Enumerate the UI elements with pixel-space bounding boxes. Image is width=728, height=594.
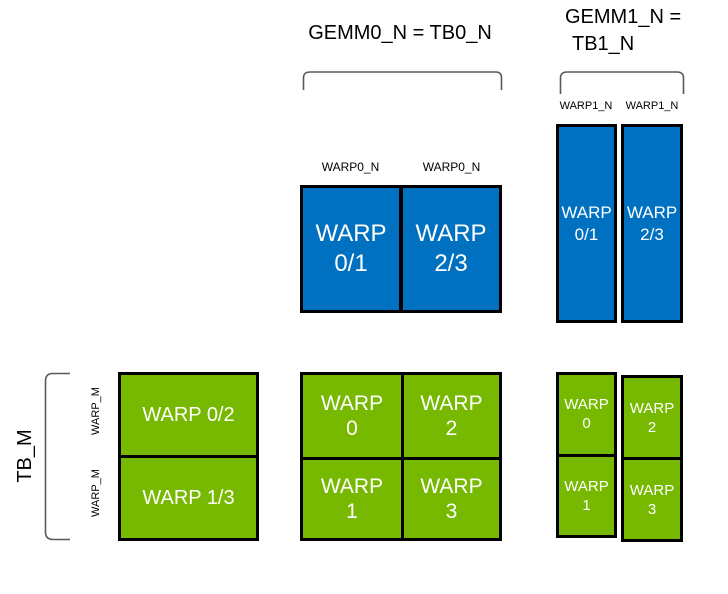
warp3-cell: WARP 3 <box>624 457 680 539</box>
warp-cell-label: 1 <box>346 499 358 523</box>
gemm1-accumulator-col-right: WARP 2/3 <box>621 124 683 323</box>
gemm0-accumulator-box: WARP 0/1 WARP 2/3 <box>300 185 502 313</box>
warp-cell-label: 2 <box>647 418 657 436</box>
warp1-cell: WARP 1 <box>303 456 401 539</box>
warp-cell-label: 0 <box>582 415 591 433</box>
warp-cell-label: WARP 1/3 <box>142 486 235 509</box>
gemm1-warp01-cell: WARP 0/1 <box>559 127 614 320</box>
warp-m-row-label-top: WARP_M <box>90 387 102 435</box>
warp-cell-label: WARP <box>564 477 609 495</box>
warp-m-row-label-bottom: WARP_M <box>90 469 102 517</box>
warp0-cell: WARP 0 <box>303 375 401 457</box>
gemm0-span-bracket <box>302 71 503 90</box>
warp1-n-col-label-left: WARP1_N <box>559 100 613 112</box>
gemm1-accumulator-col-left: WARP 0/1 <box>556 124 617 323</box>
warp3-cell: WARP 3 <box>401 456 499 538</box>
gemm0-warp23-cell: WARP 2/3 <box>399 188 499 310</box>
warp-cell-label: WARP <box>564 396 609 414</box>
warp-cell-label: WARP <box>320 391 384 415</box>
warp2-cell: WARP 2 <box>401 375 499 457</box>
gemm0-warp01-cell: WARP 0/1 <box>303 188 399 310</box>
warp-cell-label: 2/3 <box>434 250 468 277</box>
gemm1-n-header-line1: GEMM1_N = <box>565 6 682 28</box>
warp-cell-label: 1 <box>582 496 591 514</box>
warp-cell-label: WARP 0/2 <box>142 403 235 426</box>
warp-cell-label: WARP <box>629 399 675 417</box>
warp-cell-label: 3 <box>647 500 657 518</box>
warp1-n-col-label-right: WARP1_N <box>625 100 679 112</box>
warp2-cell: WARP 2 <box>624 378 680 457</box>
warp-cell-label: WARP <box>420 391 483 415</box>
warp-cell-label: 0/1 <box>334 250 368 277</box>
warp-grid-mid-box: WARP 0 WARP 2 WARP 1 WARP 3 <box>300 372 502 541</box>
warp13-cell: WARP 1/3 <box>121 455 256 538</box>
warp02-cell: WARP 0/2 <box>121 375 256 455</box>
warp1-cell: WARP 1 <box>559 453 614 536</box>
warp-cell-label: 2/3 <box>640 224 664 244</box>
warp-cell-label: WARP <box>315 220 387 247</box>
gemm0-n-header: GEMM0_N = TB0_N <box>308 22 492 44</box>
gemm1-warp23-cell: WARP 2/3 <box>624 127 680 320</box>
gemm1-n-header: GEMM1_N = TB1_N <box>565 4 705 58</box>
warp-grid-right-col-left: WARP 0 WARP 1 <box>556 372 617 538</box>
warp-cell-label: WARP <box>415 220 487 247</box>
warp-cell-label: WARP <box>420 474 483 498</box>
warp-cell-label: WARP <box>629 481 675 499</box>
warp-cell-label: 3 <box>445 499 458 523</box>
warp-cell-label: WARP <box>561 202 612 222</box>
warp0-cell: WARP 0 <box>559 375 614 454</box>
tb-m-span-bracket <box>44 372 70 541</box>
warp0-n-col-label-left: WARP0_N <box>321 160 380 174</box>
warp-cell-label: 0/1 <box>574 224 599 244</box>
gemm1-n-header-line2: TB1_N <box>572 33 635 55</box>
operand-tile-left-box: WARP 0/2 WARP 1/3 <box>118 372 259 541</box>
warp-cell-label: 0 <box>346 416 358 440</box>
warp-cell-label: WARP <box>626 202 678 222</box>
tb-m-label: TB_M <box>14 429 36 483</box>
warp-cell-label: WARP <box>320 474 384 498</box>
gemm1-span-bracket <box>559 71 685 94</box>
warp0-n-col-label-right: WARP0_N <box>422 160 481 174</box>
warp-cell-label: 2 <box>445 416 458 440</box>
warp-grid-right-col-right: WARP 2 WARP 3 <box>621 375 683 542</box>
